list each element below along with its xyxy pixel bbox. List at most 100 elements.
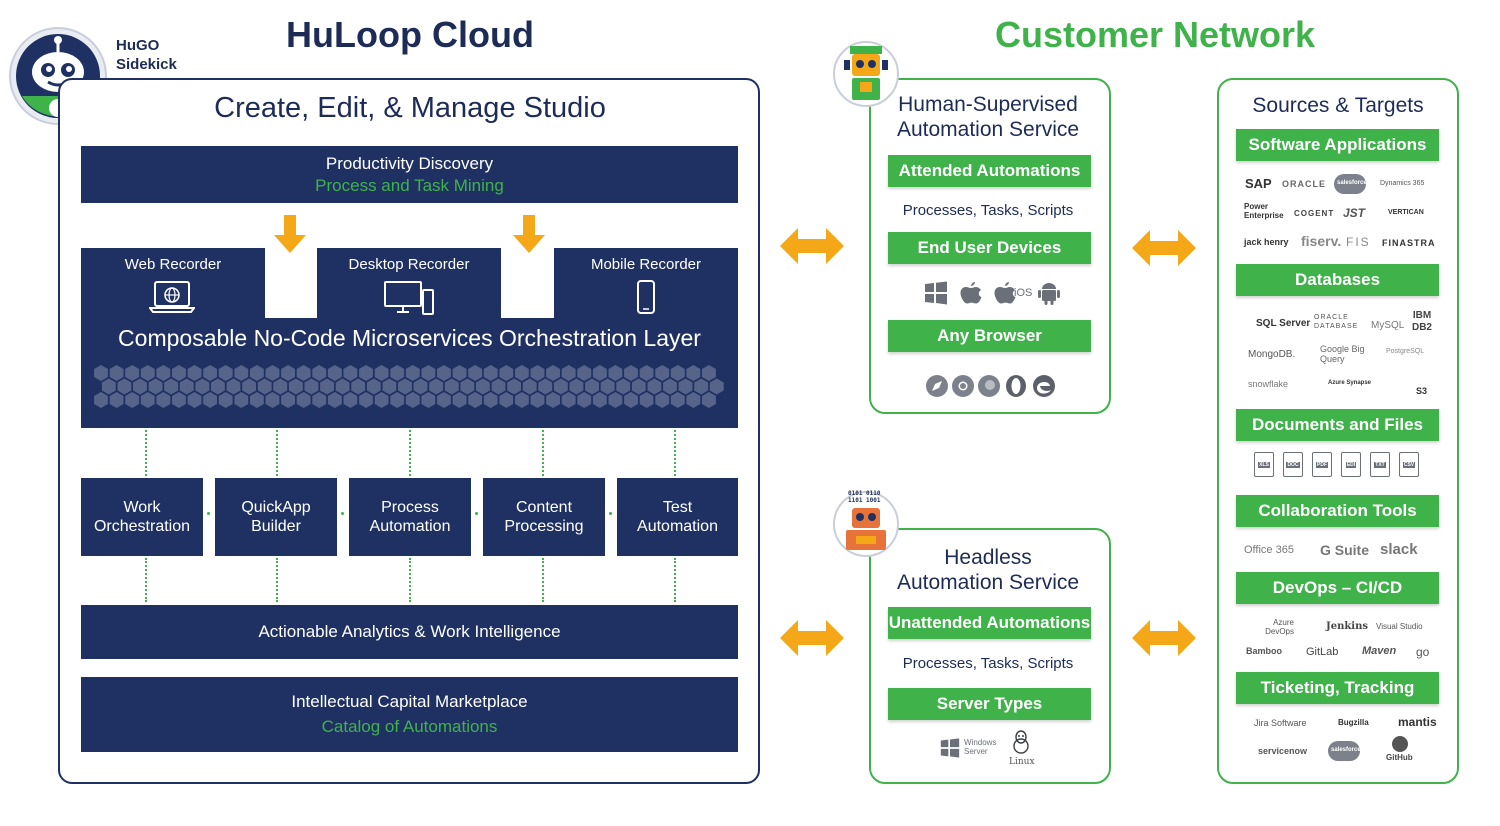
hexagon-cell [530, 392, 545, 408]
hexagon-cell [421, 392, 436, 408]
logo-sap: SAP [1245, 176, 1272, 191]
apple-icon [960, 282, 982, 304]
hexagon-cell [156, 392, 171, 408]
hexagon-cell [140, 392, 155, 408]
hexagon-cell [187, 365, 202, 381]
apple-ios-icon [994, 282, 1016, 304]
hexagon-cell [655, 392, 670, 408]
hexagon-cell [592, 392, 607, 408]
hexagon-cell [507, 378, 521, 395]
recorder-mobile-label: Mobile Recorder [590, 256, 702, 273]
hexagon-cell [343, 365, 358, 381]
logo-jenkins: Jenkins [1326, 621, 1368, 632]
hexagon-cell [250, 365, 264, 381]
hexagon-cell [437, 365, 451, 381]
down-arrow-icon [513, 215, 545, 253]
hexagon-cell [569, 378, 584, 395]
logo-slack: slack [1380, 541, 1418, 558]
recorder-web: Web Recorder [81, 248, 265, 320]
file-edi-icon: EDI [1341, 452, 1361, 477]
hexagon-cell [374, 392, 389, 408]
logo-mongodb: MongoDB. [1248, 349, 1296, 360]
recorder-mobile: Mobile Recorder [554, 248, 738, 320]
bidirectional-arrow-icon [780, 620, 844, 656]
any-browser-bar: Any Browser [888, 320, 1091, 352]
robot-icon [833, 41, 899, 107]
collaboration-logos: Office 365 G Suite slack [1244, 540, 1436, 562]
hexagon-cell [647, 378, 662, 395]
hexagon-cell [125, 392, 140, 408]
hexagon-cell [156, 365, 171, 381]
hexagon-cell [702, 365, 716, 381]
file-label: TXT [1374, 461, 1386, 468]
logo-snowflake: snowflake [1248, 379, 1289, 389]
hexagon-cell [530, 365, 545, 381]
module-work-orchestration: Work Orchestration [81, 478, 203, 556]
hugo-line1: HuGO [116, 37, 160, 54]
firefox-icon [978, 375, 1000, 397]
headless-robot-avatar [832, 490, 900, 558]
hexagon-cell [405, 392, 420, 408]
hexagon-cell [242, 378, 256, 395]
logo-google-bigquery: Google Big Query [1320, 344, 1365, 364]
hexagon-cell [468, 392, 483, 408]
logo-cogent: COGENT [1294, 209, 1335, 218]
hexagon-cell [577, 392, 592, 408]
hexagon-cell [499, 365, 514, 381]
logo-gsuite: G Suite [1320, 542, 1370, 558]
hexagon-cell [608, 365, 623, 381]
connector-line [674, 558, 676, 602]
hexagon-cell [288, 378, 303, 395]
hexagon-cell [585, 378, 599, 395]
module-quickapp-builder: QuickApp Builder [215, 478, 337, 556]
hexagon-cell [515, 392, 529, 408]
connector-line [409, 430, 411, 476]
logo-azure-devops: Azure DevOps [1265, 618, 1294, 636]
edge-icon [1033, 375, 1055, 397]
mobile-phone-icon [637, 280, 655, 314]
connector-line [145, 430, 147, 476]
hexagon-cell [491, 378, 506, 395]
hexagon-cell [351, 378, 366, 395]
hexagon-cell [694, 378, 709, 395]
logo-maven: Maven [1362, 645, 1397, 657]
headless-processes-text: Processes, Tasks, Scripts [902, 654, 1074, 672]
hexagon-cell [608, 392, 623, 408]
module-line: QuickApp [241, 499, 311, 516]
hexagon-cell [265, 392, 280, 408]
hexagon-cell [678, 378, 693, 395]
hexagon-cell [561, 365, 576, 381]
module-line: Work [123, 499, 161, 516]
hexagon-cell [686, 365, 701, 381]
hexagon-cell [592, 365, 607, 381]
connector-dot [475, 512, 478, 515]
logo-oracle: ORACLE [1282, 179, 1326, 189]
hexagon-cell [468, 365, 483, 381]
hexagon-cell [257, 378, 272, 395]
hexagon-cell [421, 365, 436, 381]
hexagon-cell [218, 365, 233, 381]
analytics-box: Actionable Analytics & Work Intelligence [81, 605, 738, 659]
module-process-automation: Process Automation [349, 478, 471, 556]
hexagon-cell [94, 365, 108, 381]
hugo-label: HuGO Sidekick [116, 36, 177, 74]
hexagon-cell [250, 392, 264, 408]
attended-automations-bar: Attended Automations [888, 155, 1091, 187]
sources-title: Sources & Targets [1252, 94, 1424, 117]
hexagon-cell [546, 365, 560, 381]
connector-line [542, 430, 544, 476]
module-line: Automation [369, 518, 451, 535]
chrome-icon [952, 375, 974, 397]
browser-icons [926, 375, 1055, 397]
hexagon-cell [218, 392, 233, 408]
module-test-automation: Test Automation [617, 478, 738, 556]
windows-server-icon [940, 738, 960, 758]
hexagon-cell [452, 392, 467, 408]
connector-line [409, 558, 411, 602]
hexagon-cell [624, 365, 638, 381]
network-title: Customer Network [994, 14, 1316, 55]
hexagon-cell [616, 378, 631, 395]
hexagon-cell [624, 392, 638, 408]
bidirectional-arrow-icon [1132, 230, 1196, 266]
hexagon-cell [296, 365, 311, 381]
